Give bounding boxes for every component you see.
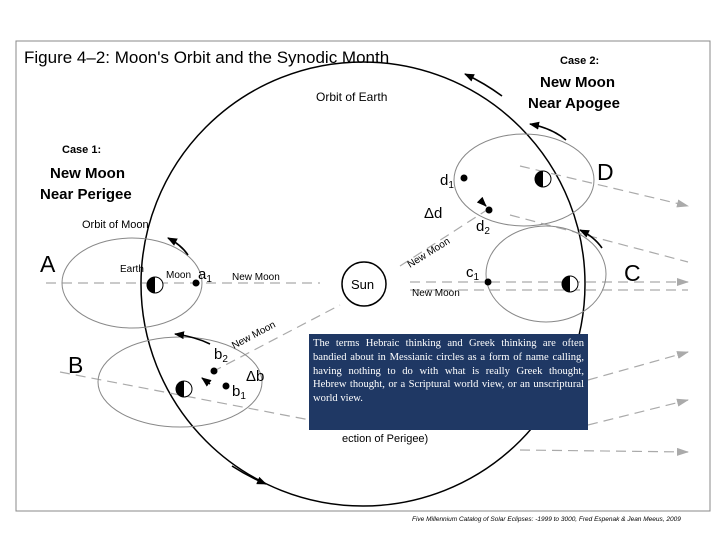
new-moon-label-a: New Moon	[232, 272, 280, 283]
sun-label: Sun	[351, 277, 374, 292]
case1-line1: New Moon	[50, 165, 125, 182]
arrow-earth-orbit-bottom	[231, 465, 267, 485]
moon-orbit-a	[61, 237, 203, 329]
earth-label: Earth	[120, 264, 144, 275]
arrow-orbit-d	[529, 121, 567, 141]
arrow-orbit-c	[579, 229, 603, 249]
position-a: A	[40, 251, 56, 277]
ray-b-end2	[587, 398, 689, 426]
case1-line2: Near Perigee	[40, 186, 132, 203]
marker-c1: c1	[466, 264, 480, 283]
moon-a1	[192, 279, 200, 287]
arrow-earth-orbit-top	[464, 73, 503, 97]
moon-label: Moon	[166, 270, 191, 281]
moon-c1	[484, 278, 492, 286]
caption-box: The terms Hebraic thinking and Greek thi…	[309, 334, 588, 430]
sun-rays	[46, 165, 689, 456]
ray-new-moon-d	[399, 207, 491, 267]
case1-heading: Case 1:	[62, 144, 101, 156]
marker-d1: d1	[440, 172, 454, 191]
credit-line: Five Millennium Catalog of Solar Eclipse…	[412, 516, 681, 523]
delta-d-label: Δd	[424, 205, 442, 222]
new-moon-label-d: New Moon	[406, 236, 452, 271]
case2-line1: New Moon	[540, 74, 615, 91]
moon-d1	[460, 174, 468, 182]
arrow-delta-b	[201, 377, 212, 387]
moon-d2	[485, 206, 493, 214]
earth-orbit	[140, 61, 586, 507]
arrow-delta-d	[476, 196, 487, 207]
caption-text: The terms Hebraic thinking and Greek thi…	[313, 338, 584, 405]
marker-b2: b2	[214, 346, 228, 365]
position-c: C	[624, 260, 641, 286]
figure-title: Figure 4–2: Moon's Orbit and the Synodic…	[24, 48, 389, 67]
ray-d	[519, 165, 689, 208]
marker-d2: d2	[476, 218, 490, 237]
case2-line2: Near Apogee	[528, 95, 620, 112]
position-d: D	[597, 159, 614, 185]
case2-heading: Case 2:	[560, 55, 599, 67]
ray-b-end3	[519, 447, 689, 456]
position-b: B	[68, 352, 83, 378]
earth-c	[561, 275, 579, 293]
arrow-orbit-a	[167, 237, 189, 256]
sun	[341, 261, 387, 307]
ray-new-moon-b	[211, 304, 341, 373]
ray-d2	[509, 214, 689, 263]
new-moon-label-c: New Moon	[412, 288, 460, 299]
figure-frame	[15, 40, 711, 512]
orbit-of-earth-label: Orbit of Earth	[316, 90, 387, 104]
orbit-of-moon-label: Orbit of Moon	[82, 219, 149, 231]
earth-a	[146, 276, 164, 294]
ray-b	[59, 371, 311, 421]
earth-d	[534, 170, 552, 188]
ray-b-end	[587, 351, 689, 381]
moon-orbit-c	[485, 225, 607, 323]
moon-b1	[222, 382, 230, 390]
direction-arrows	[167, 73, 603, 485]
partial-perigee-label: ection of Perigee)	[342, 433, 428, 445]
new-moon-label-b: New Moon	[230, 319, 277, 351]
marker-b1: b1	[232, 383, 246, 402]
earth-b	[175, 380, 193, 398]
arrow-orbit-b	[174, 331, 211, 345]
delta-b-label: Δb	[246, 368, 264, 385]
marker-a1: a1	[198, 266, 212, 285]
moon-orbit-d	[453, 133, 595, 227]
moon-b2	[210, 367, 218, 375]
